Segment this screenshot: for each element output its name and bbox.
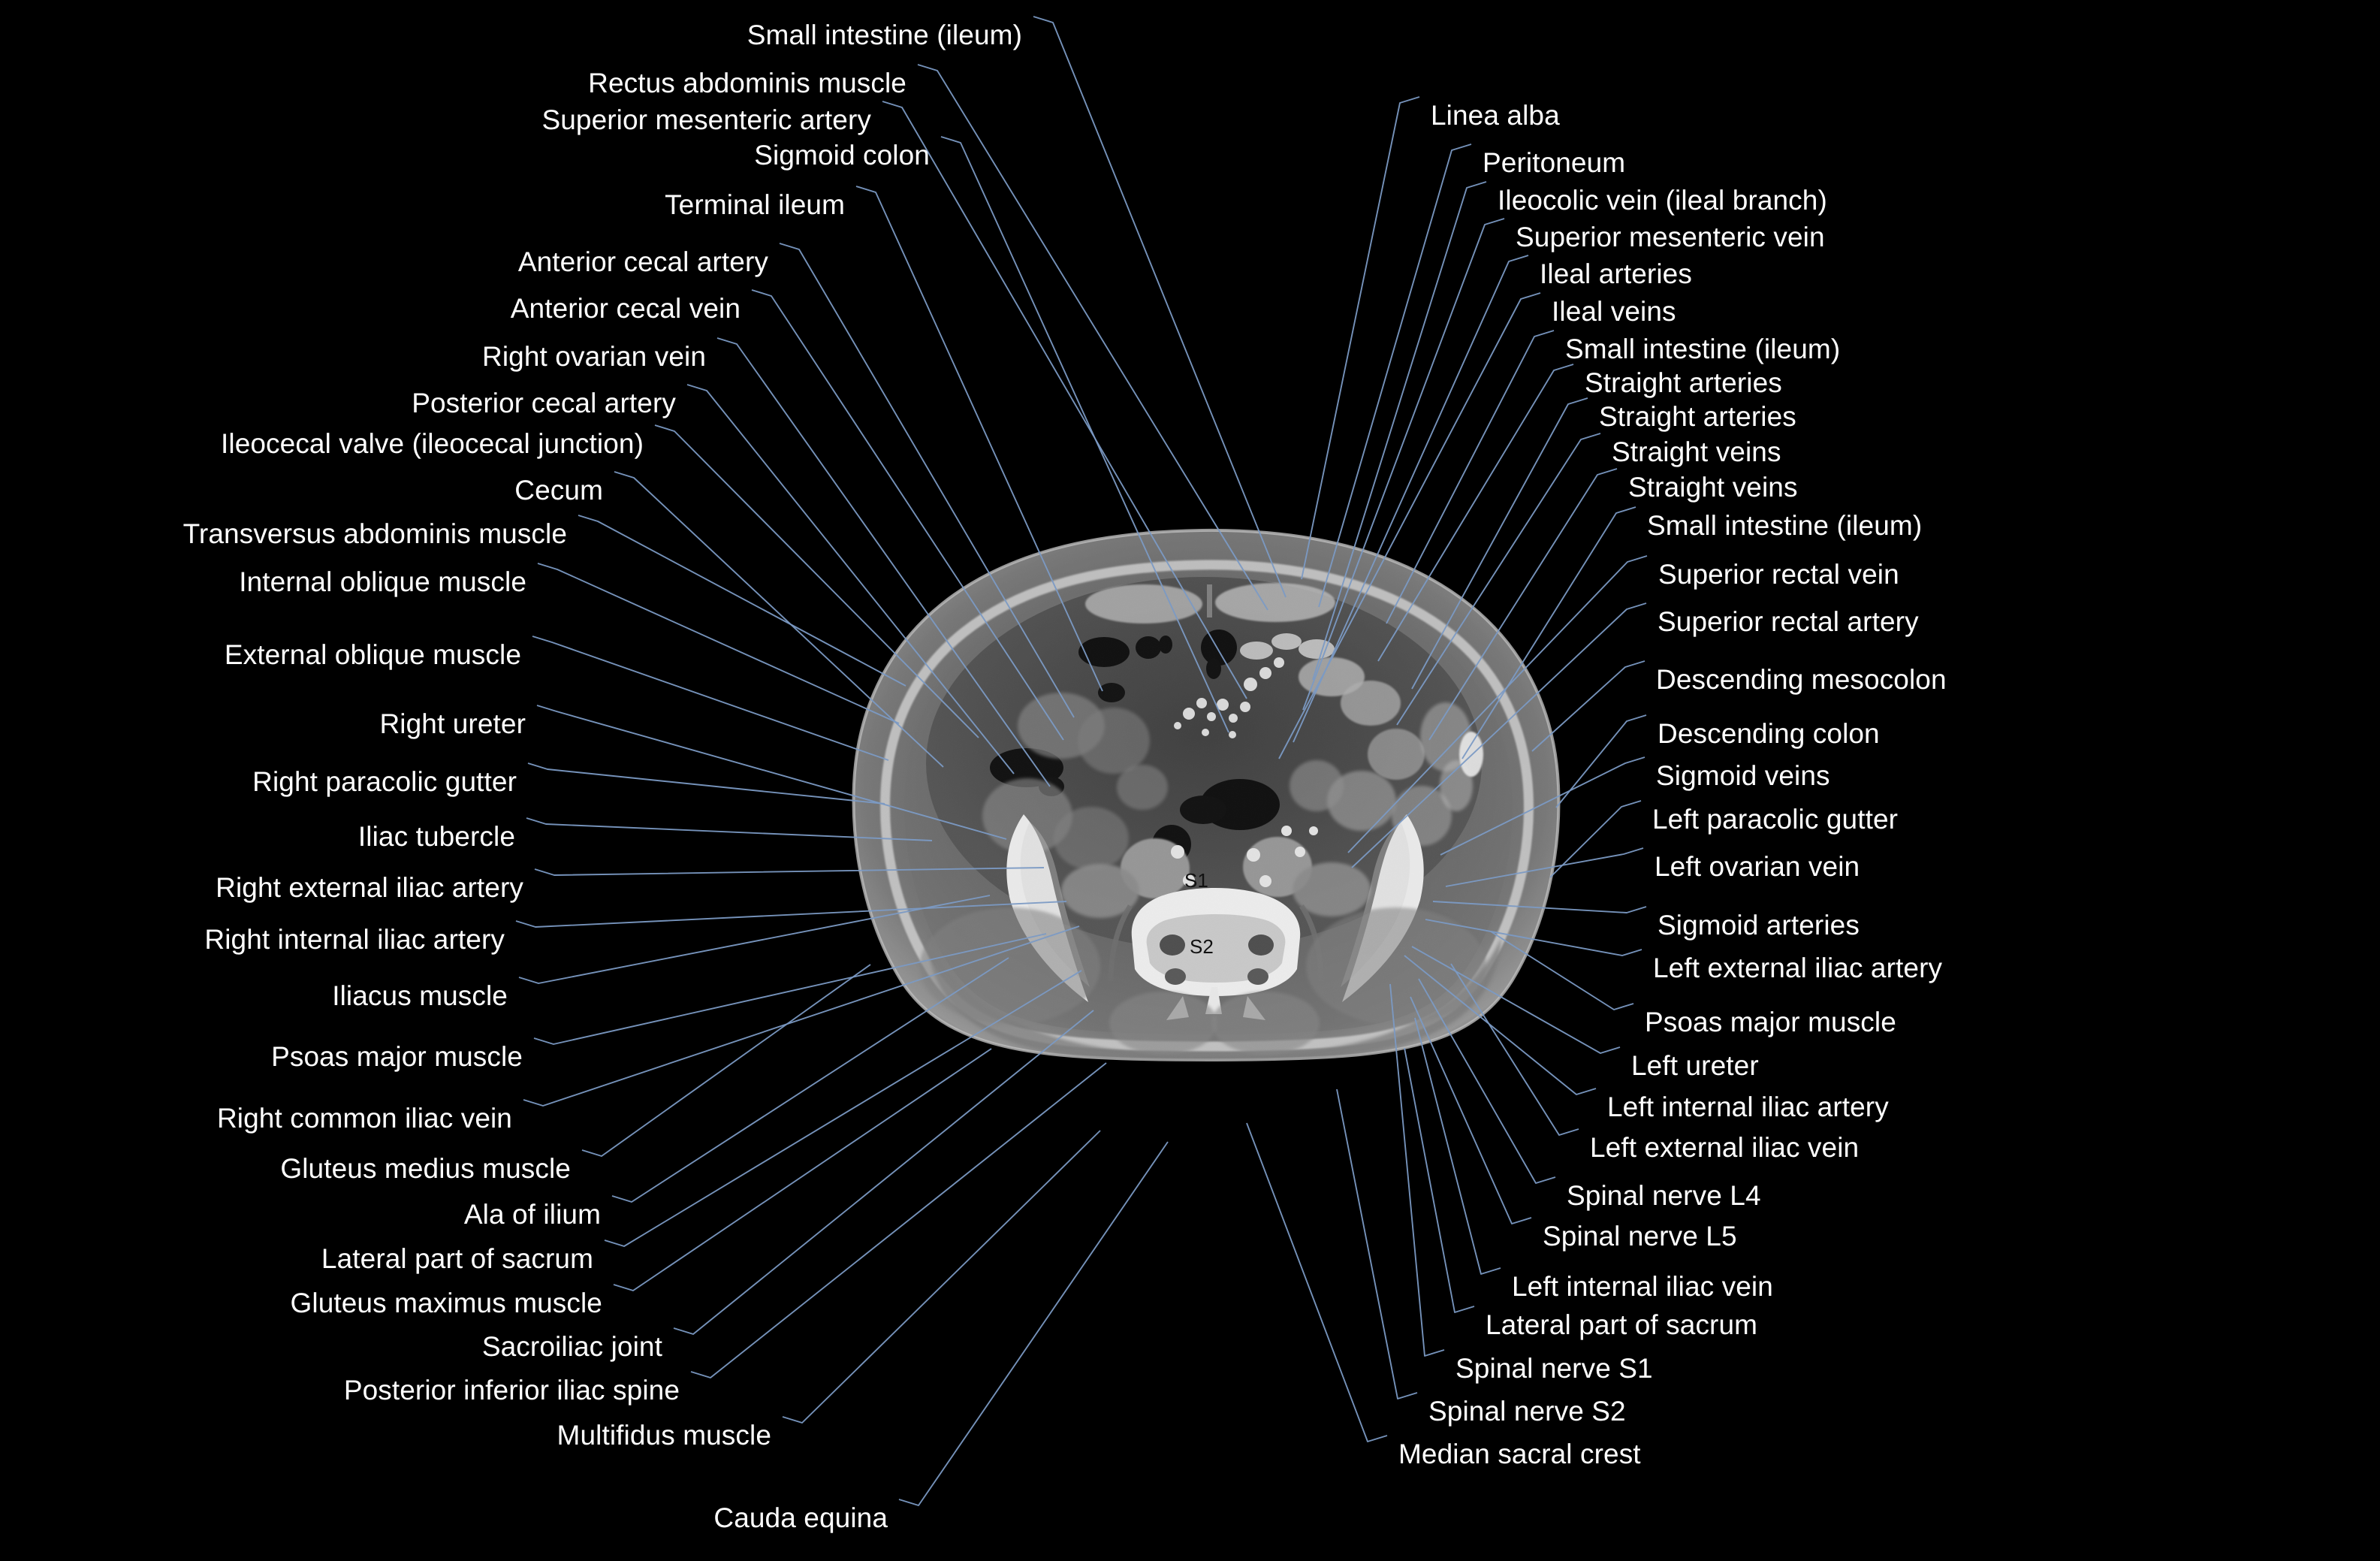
anatomy-label-superior-rectal-artery: Superior rectal artery	[1658, 606, 1919, 637]
anatomy-label-superior-mesenteric-vein: Superior mesenteric vein	[1516, 222, 1825, 252]
leader-line	[1301, 96, 1420, 580]
anatomy-label-sigmoid-veins: Sigmoid veins	[1656, 760, 1830, 791]
anatomy-label-left-ovarian-vein: Left ovarian vein	[1655, 851, 1860, 882]
anatomy-label-transversus-abdominis-muscle: Transversus abdominis muscle	[182, 518, 567, 549]
anatomy-label-left-ureter: Left ureter	[1631, 1050, 1759, 1081]
anatomy-label-anterior-cecal-artery: Anterior cecal artery	[517, 246, 768, 277]
vertebral-level-marker-s2: S2	[1190, 935, 1214, 958]
anatomy-label-left-internal-iliac-artery: Left internal iliac artery	[1607, 1091, 1889, 1122]
anatomy-label-straight-veins: Straight veins	[1628, 472, 1798, 503]
anatomy-label-cecum: Cecum	[514, 475, 603, 506]
vertebral-level-marker-s1: S1	[1184, 869, 1208, 892]
leader-line	[1246, 1122, 1388, 1442]
anatomy-label-sacroiliac-joint: Sacroiliac joint	[481, 1331, 662, 1362]
leader-line	[532, 636, 889, 761]
leader-line	[690, 1062, 1107, 1378]
anatomy-label-posterior-inferior-iliac-spine: Posterior inferior iliac spine	[343, 1375, 680, 1406]
anatomy-label-iliacus-muscle: Iliacus muscle	[332, 980, 508, 1011]
anatomy-label-ileocecal-valve-ileocecal-junction: Ileocecal valve (ileocecal junction)	[221, 428, 644, 459]
anatomy-label-spinal-nerve-l5: Spinal nerve L5	[1543, 1221, 1737, 1252]
anatomy-label-straight-veins: Straight veins	[1612, 436, 1781, 467]
anatomy-label-gluteus-maximus-muscle: Gluteus maximus muscle	[290, 1288, 602, 1318]
anatomy-label-anterior-cecal-vein: Anterior cecal vein	[510, 293, 741, 324]
anatomy-label-posterior-cecal-artery: Posterior cecal artery	[412, 388, 676, 418]
anatomy-label-descending-colon: Descending colon	[1658, 718, 1880, 749]
anatomy-label-peritoneum: Peritoneum	[1483, 147, 1626, 178]
anatomy-label-left-external-iliac-vein: Left external iliac vein	[1590, 1132, 1860, 1163]
anatomy-label-spinal-nerve-s2: Spinal nerve S2	[1428, 1396, 1626, 1427]
leader-line	[581, 964, 871, 1157]
leader-line	[613, 1048, 992, 1291]
anatomy-label-iliac-tubercle: Iliac tubercle	[357, 821, 515, 852]
anatomy-label-right-internal-iliac-artery: Right internal iliac artery	[204, 924, 505, 955]
anatomy-label-right-external-iliac-artery: Right external iliac artery	[216, 872, 523, 903]
anatomy-label-external-oblique-muscle: External oblique muscle	[224, 639, 521, 670]
anatomy-label-descending-mesocolon: Descending mesocolon	[1656, 664, 1947, 695]
anatomy-label-internal-oblique-muscle: Internal oblique muscle	[239, 566, 526, 597]
anatomy-label-lateral-part-of-sacrum: Lateral part of sacrum	[321, 1243, 593, 1274]
anatomy-label-small-intestine-ileum: Small intestine (ileum)	[1565, 334, 1841, 364]
leader-line	[782, 1130, 1101, 1424]
anatomy-label-left-internal-iliac-vein: Left internal iliac vein	[1512, 1271, 1773, 1302]
anatomy-label-ileocolic-vein-ileal-branch: Ileocolic vein (ileal branch)	[1498, 185, 1827, 216]
anatomy-label-small-intestine-ileum: Small intestine (ileum)	[1647, 510, 1923, 541]
anatomy-label-right-ovarian-vein: Right ovarian vein	[482, 341, 706, 372]
anatomy-label-spinal-nerve-l4: Spinal nerve L4	[1567, 1180, 1761, 1211]
anatomy-label-right-common-iliac-vein: Right common iliac vein	[216, 1103, 512, 1134]
anatomy-label-ileal-arteries: Ileal arteries	[1540, 258, 1692, 289]
ct-scan-image	[836, 515, 1568, 1066]
anatomy-label-small-intestine-ileum: Small intestine (ileum)	[747, 20, 1022, 50]
anatomy-label-gluteus-medius-muscle: Gluteus medius muscle	[280, 1153, 571, 1184]
anatomy-label-left-external-iliac-artery: Left external iliac artery	[1653, 953, 1943, 983]
anatomy-label-ala-of-ilium: Ala of ilium	[463, 1199, 601, 1230]
leader-line	[527, 762, 885, 805]
anatomy-label-straight-arteries: Straight arteries	[1599, 401, 1796, 432]
anatomy-label-right-ureter: Right ureter	[379, 708, 526, 739]
anatomy-label-superior-mesenteric-artery: Superior mesenteric artery	[541, 104, 871, 135]
anatomy-label-ileal-veins: Ileal veins	[1552, 296, 1676, 327]
anatomy-label-left-paracolic-gutter: Left paracolic gutter	[1652, 804, 1899, 835]
leader-line	[1033, 16, 1287, 598]
leader-line	[1404, 1047, 1475, 1313]
anatomy-label-rectus-abdominis-muscle: Rectus abdominis muscle	[588, 68, 906, 98]
anatomy-label-spinal-nerve-s1: Spinal nerve S1	[1455, 1353, 1653, 1384]
anatomy-label-lateral-part-of-sacrum: Lateral part of sacrum	[1486, 1309, 1758, 1340]
anatomy-label-superior-rectal-vein: Superior rectal vein	[1658, 559, 1899, 590]
anatomy-label-cauda-equina: Cauda equina	[713, 1502, 888, 1533]
leader-line	[1336, 1088, 1418, 1399]
anatomy-label-sigmoid-colon: Sigmoid colon	[754, 140, 930, 171]
anatomy-label-right-paracolic-gutter: Right paracolic gutter	[252, 766, 517, 797]
leader-line	[898, 1141, 1169, 1506]
anatomy-label-linea-alba: Linea alba	[1431, 100, 1560, 131]
leader-line	[1555, 714, 1647, 808]
anatomy-label-terminal-ileum: Terminal ileum	[665, 189, 845, 220]
anatomy-label-sigmoid-arteries: Sigmoid arteries	[1658, 910, 1860, 941]
anatomy-label-median-sacral-crest: Median sacral crest	[1398, 1439, 1641, 1469]
anatomy-label-multifidus-muscle: Multifidus muscle	[557, 1420, 771, 1451]
anatomy-label-straight-arteries: Straight arteries	[1585, 367, 1782, 398]
anatomy-label-psoas-major-muscle: Psoas major muscle	[1645, 1007, 1896, 1037]
anatomy-label-psoas-major-muscle: Psoas major muscle	[271, 1041, 523, 1072]
